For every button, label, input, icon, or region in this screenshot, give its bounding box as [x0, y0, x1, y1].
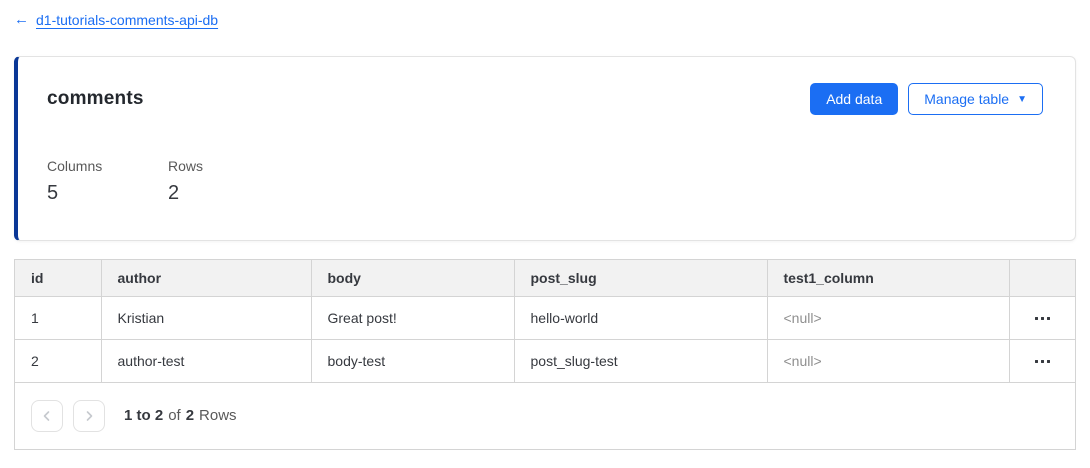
- table-row: 1 Kristian Great post! hello-world <null…: [15, 296, 1075, 340]
- cell-post-slug: hello-world: [514, 296, 768, 340]
- cell-author: Kristian: [101, 296, 312, 340]
- card-header: comments Add data Manage table ▼: [47, 83, 1043, 115]
- next-page-button[interactable]: [73, 399, 105, 432]
- chevron-right-icon: [86, 410, 93, 421]
- chevron-left-icon: [43, 410, 50, 421]
- table-stats: Columns 5 Rows 2: [47, 158, 1043, 205]
- pagination: 1 to 2 of 2 Rows: [15, 383, 1075, 449]
- manage-table-label: Manage table: [924, 91, 1010, 107]
- caret-down-icon: ▼: [1017, 94, 1027, 105]
- pagination-rows-label: Rows: [199, 407, 237, 424]
- stat-rows: Rows 2: [168, 158, 289, 205]
- pagination-range: 1 to 2: [124, 407, 164, 424]
- back-link[interactable]: ← d1-tutorials-comments-api-db: [14, 11, 218, 28]
- cell-post-slug: post_slug-test: [514, 339, 768, 383]
- data-table: id author body post_slug test1_column 1 …: [15, 260, 1075, 383]
- ellipsis-icon: [1034, 317, 1038, 320]
- stat-columns: Columns 5: [47, 158, 168, 205]
- stat-rows-value: 2: [168, 182, 180, 204]
- back-link-label: d1-tutorials-comments-api-db: [36, 11, 219, 28]
- cell-body: Great post!: [311, 296, 515, 340]
- row-actions-button[interactable]: [1027, 309, 1058, 328]
- manage-table-button[interactable]: Manage table ▼: [908, 83, 1043, 115]
- stat-rows-label: Rows: [168, 158, 204, 174]
- ellipsis-icon: [1034, 360, 1038, 363]
- stat-columns-value: 5: [47, 182, 59, 204]
- pagination-total: 2: [185, 407, 195, 424]
- cell-actions: [1009, 296, 1075, 340]
- cell-test1-column: <null>: [767, 296, 1010, 340]
- table-header-row: id author body post_slug test1_column: [15, 260, 1075, 297]
- cell-body: body-test: [311, 339, 515, 383]
- row-actions-button[interactable]: [1027, 352, 1058, 371]
- pagination-summary: 1 to 2 of 2 Rows: [124, 407, 237, 424]
- data-table-card: id author body post_slug test1_column 1 …: [14, 259, 1076, 450]
- column-header-author: author: [101, 260, 312, 297]
- column-header-id: id: [15, 260, 102, 297]
- cell-id: 2: [15, 339, 102, 383]
- column-header-body: body: [311, 260, 515, 297]
- table-title: comments: [47, 88, 144, 109]
- column-header-test1-column: test1_column: [767, 260, 1010, 297]
- page: ← d1-tutorials-comments-api-db comments …: [14, 11, 1076, 450]
- column-header-actions: [1009, 260, 1075, 297]
- cell-test1-column: <null>: [767, 339, 1010, 383]
- back-arrow-icon: ←: [14, 11, 29, 28]
- cell-actions: [1009, 339, 1075, 383]
- cell-author: author-test: [101, 339, 312, 383]
- add-data-button[interactable]: Add data: [810, 83, 899, 115]
- pagination-of-label: of: [168, 407, 181, 424]
- prev-page-button[interactable]: [31, 399, 63, 432]
- table-row: 2 author-test body-test post_slug-test <…: [15, 339, 1075, 383]
- table-summary-card: comments Add data Manage table ▼ Columns…: [14, 56, 1076, 241]
- column-header-post-slug: post_slug: [514, 260, 768, 297]
- card-actions: Add data Manage table ▼: [810, 83, 1043, 115]
- cell-id: 1: [15, 296, 102, 340]
- stat-columns-label: Columns: [47, 158, 103, 174]
